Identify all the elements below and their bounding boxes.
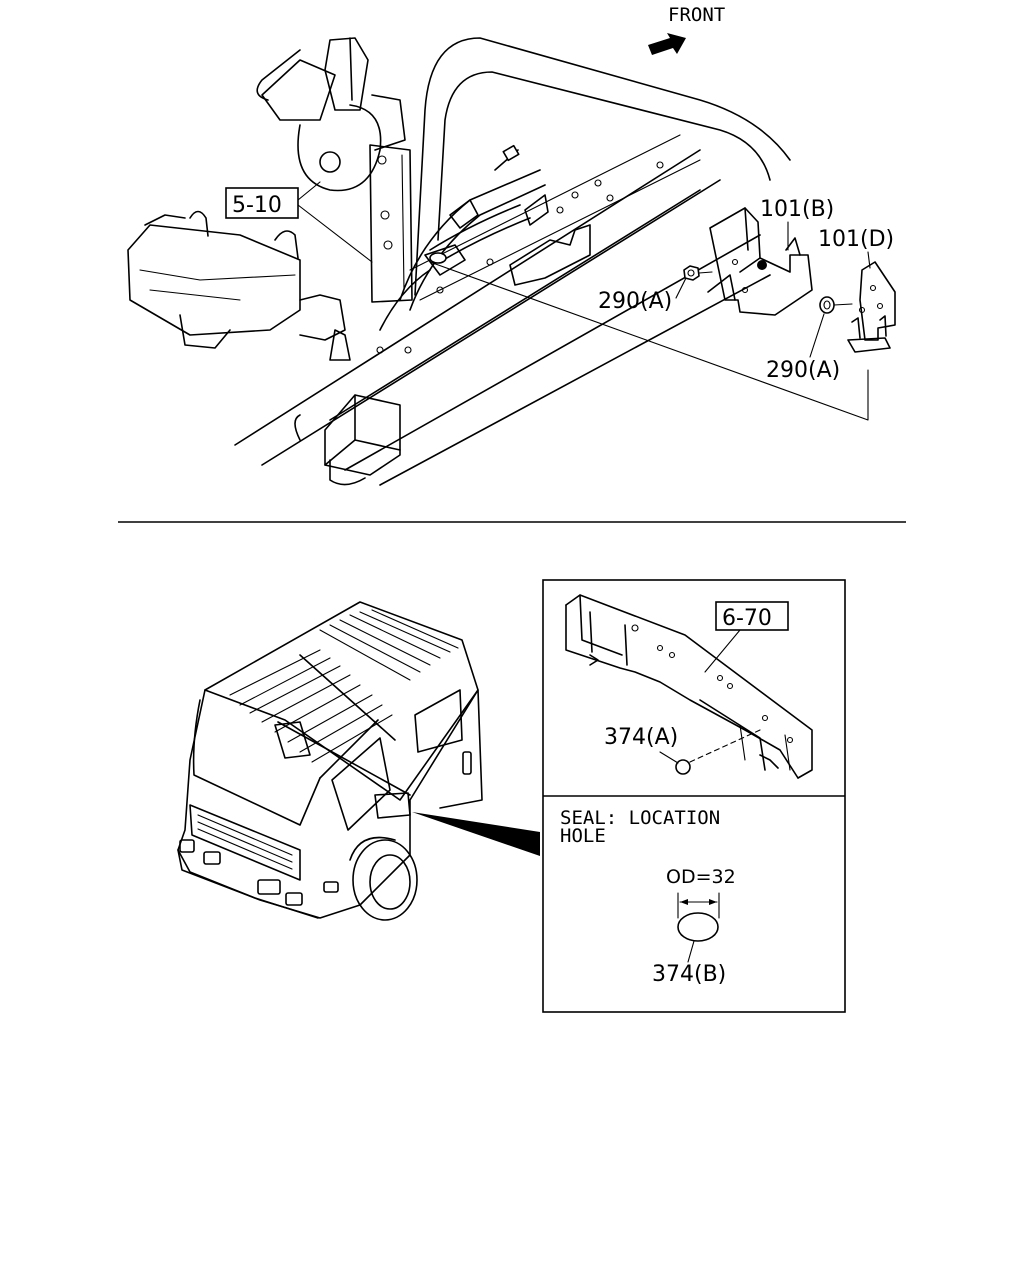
seal-heading-line1: SEAL: LOCATION <box>560 807 720 829</box>
cab-frame-tube <box>414 37 791 296</box>
callout-6-70-text: 6-70 <box>722 606 772 631</box>
leader-374a <box>659 751 679 764</box>
chassis-frame-rails <box>234 134 771 486</box>
inset-panel <box>542 579 846 1013</box>
callout-290a-right: 290(A) <box>766 358 840 383</box>
transmission-housing <box>127 210 346 349</box>
vertical-bracket <box>369 144 413 303</box>
leader-101d <box>867 251 871 269</box>
top-assembly-diagram: FRONT <box>127 4 896 486</box>
seal-374b-detail <box>677 892 720 963</box>
callout-5-10-text: 5-10 <box>232 193 282 218</box>
nut-290a-left <box>683 265 713 281</box>
engine-mount <box>256 37 406 192</box>
location-pointer <box>412 812 540 856</box>
truck-cab-illustration <box>177 601 540 921</box>
callout-290a-left: 290(A) <box>598 289 672 314</box>
leader-line-harness <box>429 261 869 421</box>
callout-374b: 374(B) <box>652 962 726 987</box>
callout-6-70: 6-70 <box>704 601 789 673</box>
callout-101d: 101(D) <box>818 227 894 252</box>
nut-290a-right <box>819 296 853 314</box>
leader-290a-left <box>675 277 687 299</box>
bracket-101b <box>707 207 813 316</box>
inset-frame-rail <box>565 594 813 779</box>
harness-pipes <box>379 144 549 331</box>
leader-290a-right <box>809 313 825 358</box>
callout-374a: 374(A) <box>604 725 678 750</box>
callout-5-10: 5-10 <box>225 181 373 263</box>
bracket-101d <box>847 261 896 353</box>
front-arrow-icon <box>648 33 686 55</box>
seal-374a <box>675 729 761 775</box>
callout-101b: 101(B) <box>760 197 834 222</box>
seal-heading-line2: HOLE <box>560 825 606 847</box>
front-label: FRONT <box>668 4 725 26</box>
seal-od-dimension: OD=32 <box>666 866 736 888</box>
